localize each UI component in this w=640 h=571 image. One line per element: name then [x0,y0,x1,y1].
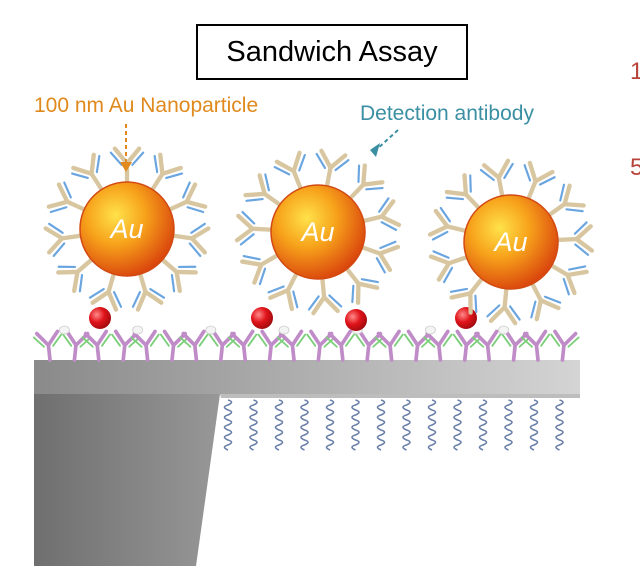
gold-core [270,184,366,280]
surface-blocker [424,325,436,335]
detection-antibody [243,173,282,207]
gold-nanoparticle-conjugate: Au [427,158,595,326]
gold-core [79,181,175,277]
target-antigen [345,309,367,331]
surface-blocker [132,325,144,335]
gold-nanoparticle-conjugate: Au [43,146,211,312]
antibody-callout-arrow [370,129,399,157]
substrate-top-surface [34,360,580,394]
spring-linker [529,399,539,451]
detection-antibody [307,277,343,316]
gold-nanoparticle-layer: Au Au Au [43,146,595,326]
detection-antibody [88,272,123,312]
spring-linker-row [223,399,564,451]
diagram-title: Sandwich Assay [196,24,468,80]
capture-antibody [472,329,502,362]
capture-antibody [325,329,355,362]
detection-antibody [273,150,306,190]
nanoparticle-label: 100 nm Au Nanoparticle [34,94,259,117]
detection-antibody [349,163,385,200]
detection-antibody [131,272,166,312]
spring-linker [427,399,437,451]
spring-linker [504,399,513,451]
particle-label: Au [108,214,143,244]
spring-linker [478,399,488,451]
spring-linker [274,399,284,451]
capture-antibody [32,329,63,362]
detection-antibody [523,160,556,200]
detection-antibody [427,206,467,241]
spring-linker [300,399,309,451]
detection-antibody [43,222,82,257]
capture-antibody [423,329,453,362]
nanoparticle-callout-arrow [120,124,132,172]
target-antigen [455,307,477,329]
detection-antibody [71,152,104,191]
detection-antibody [556,221,595,256]
surface-blocker [498,325,510,335]
detection-antibody [172,222,211,257]
detection-antibody [168,181,208,214]
capture-antibody [81,329,111,362]
capture-antibody [520,329,551,362]
detection-antibody [444,173,481,210]
detection-antibody [315,148,350,188]
surface-blocker [278,325,290,335]
detection-antibody [234,210,273,246]
capture-antibody [276,329,307,362]
spring-linker [351,399,360,451]
particle-label: Au [492,227,527,257]
detection-antibody [530,282,562,322]
spring-linker [249,399,258,451]
detection-antibody [150,152,183,191]
spring-linker [402,399,411,451]
substrate-body [34,362,580,566]
spring-linker [453,399,462,451]
capture-antibody [374,329,404,362]
detection-antibody [548,183,586,217]
detection-antibody [361,240,401,274]
detection-antibody [428,250,468,284]
target-antigen [251,307,273,329]
detection-antibody [449,277,484,315]
surface-blocker [205,325,217,335]
detection-antibody [56,258,93,293]
detection-antibody [46,181,86,214]
capture-antibody-layer [32,325,580,362]
sensor-substrate [34,360,580,566]
detection-antibody [486,287,521,326]
capture-antibody [179,329,209,362]
detection-antibody [345,267,380,305]
detection-antibody [240,253,279,286]
detection-antibody [479,158,514,197]
capture-antibody [228,329,258,362]
spring-linker [555,399,564,451]
spring-linker [223,399,233,451]
spring-linker [376,399,386,451]
gold-nanoparticle-conjugate: Au [234,148,402,316]
substrate-undercut-shade [220,394,580,398]
cropped-edge-text-2: 5 [630,154,640,181]
detection-antibody [550,263,589,296]
detection-antibody [161,258,198,293]
surface-blocker [59,325,70,335]
gold-core [463,194,559,290]
capture-antibody [550,329,580,362]
particle-label: Au [299,217,334,247]
spring-linker [325,399,335,451]
cropped-edge-text-1: 1 [630,58,640,85]
detection-antibody-label: Detection antibody [360,102,534,125]
detection-antibody [362,197,402,231]
capture-antibody [130,329,160,362]
target-antigen [89,307,111,329]
detection-antibody [267,272,299,312]
